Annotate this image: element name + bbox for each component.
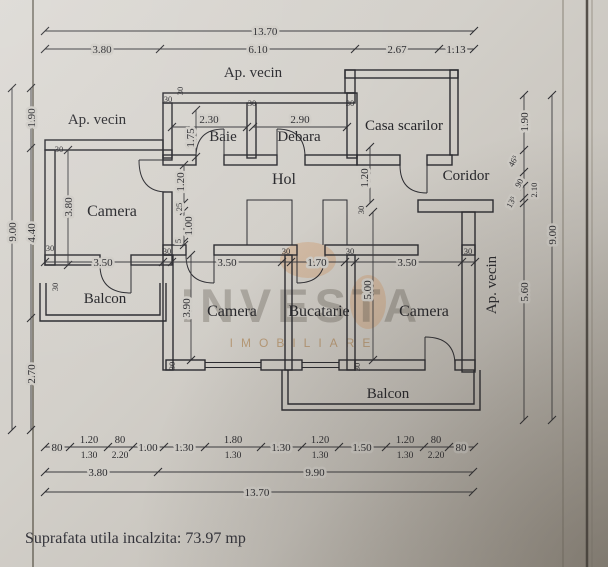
- dim-baie-depth: 1.75: [185, 128, 197, 148]
- dim-baie-width: 2.30: [199, 114, 219, 126]
- dim-hol-chain: 1.20: [175, 172, 187, 192]
- investa-watermark: INVESTA IMOBILIARE: [181, 242, 423, 350]
- dim-camera-right-depth: 5.00: [362, 280, 374, 300]
- dim-bottom: 1.30: [174, 442, 194, 454]
- room-label-bucatarie: Bucatarie: [288, 303, 349, 320]
- dim-bottom-window-w: 80: [431, 435, 442, 446]
- room-label-camera-left: Camera: [87, 203, 137, 220]
- dim-bottom: 1.30: [271, 442, 291, 454]
- wall-mark: 30: [164, 94, 173, 104]
- dim-bottom-window-h: 2.20: [112, 451, 129, 461]
- dim-hol-chain: 1.00: [183, 216, 195, 236]
- room-labels: Ap. vecin Ap. vecin Ap. vecin Baie Debar…: [68, 65, 500, 402]
- dim-bottom-window-w: 1.20: [396, 435, 414, 446]
- wall-mark: 30: [175, 87, 185, 96]
- wall-mark: 30: [167, 362, 177, 371]
- wall-mark: 30: [163, 246, 172, 256]
- dim-bottom-window-h: 2.20: [428, 451, 445, 461]
- dim-bottom: 1.50: [352, 442, 372, 454]
- dim-left-outer: 9.00: [7, 222, 19, 242]
- room-label-hol: Hol: [272, 171, 297, 188]
- dim-top-chain: 2.67: [387, 44, 407, 56]
- wall-mark: 30: [55, 144, 64, 154]
- wall-mark: 30: [282, 246, 291, 256]
- wall-mark: 30: [464, 246, 473, 256]
- wall-mark: 30: [346, 246, 355, 256]
- dim-bottom-window-h: 1.30: [225, 451, 242, 461]
- paper-edges: [32, 0, 593, 567]
- watermark-subtitle: IMOBILIARE: [230, 336, 379, 350]
- dim-right-chain: 5.60: [519, 282, 531, 302]
- dim-bottom: 80: [52, 442, 64, 454]
- watermark-name: INVESTA: [181, 279, 423, 332]
- walls-layer: [39, 69, 494, 411]
- dim-right-chain: 46⁵: [506, 154, 520, 169]
- dim-hol-chain: 5: [173, 239, 183, 243]
- dim-hol-chain: 25: [174, 203, 184, 212]
- logo-swoosh-icon: [350, 275, 386, 329]
- dim-top-chain: 6.10: [248, 44, 268, 56]
- dim-bottom-window-h: 1.30: [312, 451, 329, 461]
- dim-bottom-window-w: 80: [115, 435, 126, 446]
- dim-right-outer: 9.00: [547, 225, 559, 245]
- dim-bottom-window-h: 1.30: [397, 451, 414, 461]
- dim-bottom-window-w: 1.20: [311, 435, 329, 446]
- dim-bottom-window-w: 1.80: [224, 435, 242, 446]
- wall-mark: 30: [50, 283, 60, 292]
- dim-top-chain: 3.80: [92, 44, 112, 56]
- dim-left-chain: 4.40: [26, 223, 38, 243]
- room-label-balcon-bottom: Balcon: [367, 386, 410, 402]
- dim-bottom-window-h: 1.30: [81, 451, 98, 461]
- dim-bottom-total: 13.70: [245, 487, 270, 499]
- dim-top-total: 13.70: [253, 26, 278, 38]
- wall-mark: 30: [352, 363, 362, 372]
- dim-left-chain: 1.90: [26, 108, 38, 128]
- dim-bottom-row2: 9.90: [305, 467, 325, 479]
- room-label-casa-scarilor: Casa scarilor: [365, 118, 443, 134]
- logo-swoosh-icon: [280, 242, 336, 278]
- wall-mark: 30: [356, 206, 366, 215]
- dimension-lines: [7, 26, 557, 497]
- wall-mark: 30: [346, 98, 355, 108]
- area-note: Suprafata utila incalzita: 73.97 mp: [25, 530, 246, 547]
- wall-mark: 30: [248, 98, 257, 108]
- dim-right-chain: 13⁵: [504, 195, 518, 210]
- room-label-balcon-left: Balcon: [84, 291, 127, 307]
- dim-mid-chain: 3.50: [397, 257, 417, 269]
- dim-right-chain: 1.90: [519, 112, 531, 132]
- room-label-camera-right: Camera: [399, 303, 449, 320]
- dim-debara-width: 2.90: [290, 114, 310, 126]
- dim-mid-chain: 3.50: [93, 257, 113, 269]
- wall-mark: 30: [46, 243, 55, 253]
- dim-coridor-door: 1.20: [359, 168, 371, 188]
- dim-top-chain: 1.13: [446, 44, 466, 56]
- dim-mid-chain: 3.50: [217, 257, 237, 269]
- dim-mid-chain: 1.70: [307, 257, 327, 269]
- neighbor-label-top: Ap. vecin: [224, 65, 283, 81]
- room-label-camera-mid: Camera: [207, 303, 257, 320]
- dim-bottom-window-w: 1.20: [80, 435, 98, 446]
- dim-camera-left-width: 3.80: [63, 197, 75, 217]
- dim-bottom: 1.00: [138, 442, 158, 454]
- room-label-coridor: Coridor: [443, 168, 490, 184]
- dim-bottom-row2: 3.80: [88, 467, 108, 479]
- dim-bottom: 80: [456, 442, 468, 454]
- dim-camera-mid-depth: 3.90: [181, 298, 193, 318]
- neighbor-label-left: Ap. vecin: [68, 112, 127, 128]
- dim-right-chain: 2.10: [529, 183, 539, 198]
- room-label-baie: Baie: [209, 129, 237, 145]
- neighbor-label-right: Ap. vecin: [484, 255, 500, 314]
- dim-left-chain: 2.70: [26, 364, 38, 384]
- room-label-debara: Debara: [277, 129, 321, 145]
